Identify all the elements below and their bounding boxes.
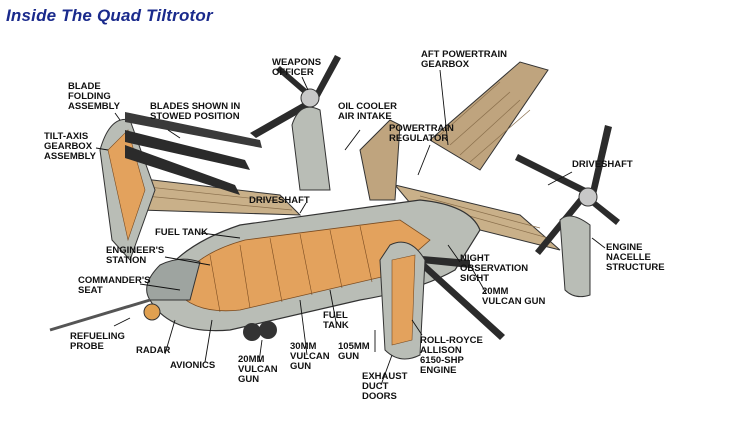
label-line: FUEL	[323, 310, 348, 321]
label-line: 20MM	[482, 286, 509, 297]
label-line: ENGINE	[420, 365, 457, 376]
fuselage	[143, 199, 481, 332]
label-line: ENGINEER'S	[106, 245, 165, 256]
label-night-observation-sight: NIGHT OBSERVATION SIGHT	[460, 254, 528, 284]
label-aft-powertrain: AFT POWERTRAIN GEARBOX	[421, 50, 507, 70]
right-rotor	[515, 125, 620, 298]
label-commanders-seat: COMMANDER'S SEAT	[78, 276, 150, 296]
label-line: BLADES SHOWN IN	[150, 101, 241, 112]
label-line: ROLL-ROYCE	[420, 335, 483, 346]
label-avionics: AVIONICS	[170, 361, 215, 371]
label-line: OFFICER	[272, 67, 314, 78]
label-line: STRUCTURE	[606, 262, 665, 273]
label-driveshaft-right: DRIVESHAFT	[572, 160, 633, 170]
label-line: ALLISON	[420, 345, 462, 356]
label-line: 30MM	[290, 341, 317, 352]
label-line: AFT POWERTRAIN	[421, 49, 508, 60]
label-line: STOWED POSITION	[150, 111, 240, 122]
label-blades-stowed: BLADES SHOWN IN STOWED POSITION	[150, 102, 240, 122]
label-20mm-gun-right: 20MM VULCAN GUN	[482, 287, 545, 307]
label-radar: RADAR	[136, 346, 170, 356]
label-line: DUCT	[362, 381, 389, 392]
label-fuel-tank-lower: FUEL TANK	[323, 311, 349, 331]
label-line: EXHAUST	[362, 371, 408, 382]
upper-left-rotor	[250, 55, 341, 191]
label-line: AIR INTAKE	[338, 111, 392, 122]
refueling-probe-shape	[49, 298, 151, 332]
label-oil-cooler: OIL COOLER AIR INTAKE	[338, 102, 397, 122]
label-engineers-station: ENGINEER'S STATION	[106, 246, 164, 266]
lower-rotor	[379, 241, 505, 360]
label-line: FOLDING	[68, 91, 111, 102]
label-line: REFUELING	[70, 331, 125, 342]
label-line: AVIONICS	[170, 360, 216, 371]
label-line: VULCAN	[238, 364, 278, 375]
label-line: NIGHT	[460, 253, 490, 264]
label-line: GUN	[238, 374, 260, 385]
label-line: ENGINE	[606, 242, 643, 253]
label-line: STATION	[106, 255, 147, 266]
label-line: POWERTRAIN	[389, 123, 454, 134]
label-line: OBSERVATION	[460, 263, 529, 274]
stowed-blades	[125, 112, 262, 195]
label-driveshaft-center: DRIVESHAFT	[249, 196, 310, 206]
label-line: TANK	[323, 320, 349, 331]
landing-gear	[243, 321, 277, 341]
label-line: SEAT	[78, 285, 103, 296]
label-line: 105MM	[338, 341, 370, 352]
label-blade-folding-assembly: BLADE FOLDING ASSEMBLY	[68, 82, 120, 112]
label-line: OIL COOLER	[338, 101, 397, 112]
label-30mm-gun: 30MM VULCAN GUN	[290, 342, 330, 372]
label-line: BLADE	[68, 81, 101, 92]
label-weapons-officer: WEAPONS OFFICER	[272, 58, 321, 78]
label-105mm-gun: 105MM GUN	[338, 342, 370, 362]
tail-fin	[359, 119, 401, 201]
label-line: DRIVESHAFT	[249, 195, 310, 206]
label-line: ASSEMBLY	[68, 101, 120, 112]
label-line: PROBE	[70, 341, 104, 352]
label-line: NACELLE	[606, 252, 651, 263]
label-line: GUN	[290, 361, 312, 372]
label-line: 6150-SHP	[420, 355, 464, 366]
label-line: 20MM	[238, 354, 265, 365]
label-line: REGULATOR	[389, 133, 449, 144]
label-line: GEARBOX	[421, 59, 470, 70]
leader-lines	[95, 69, 606, 386]
label-rolls-royce-engine: ROLL-ROYCE ALLISON 6150-SHP ENGINE	[420, 336, 483, 376]
label-refueling-probe: REFUELING PROBE	[70, 332, 125, 352]
label-line: ASSEMBLY	[44, 151, 96, 162]
label-line: DOORS	[362, 391, 397, 402]
label-line: GEARBOX	[44, 141, 93, 152]
label-20mm-gun-left: 20MM VULCAN GUN	[238, 355, 278, 385]
label-line: VULCAN GUN	[482, 296, 546, 307]
label-line: SIGHT	[460, 273, 490, 284]
label-fuel-tank-upper: FUEL TANK	[155, 228, 208, 238]
label-exhaust-duct-doors: EXHAUST DUCT DOORS	[362, 372, 407, 402]
label-line: TILT-AXIS	[44, 131, 89, 142]
label-tilt-axis-gearbox: TILT-AXIS GEARBOX ASSEMBLY	[44, 132, 96, 162]
label-engine-nacelle-structure: ENGINE NACELLE STRUCTURE	[606, 243, 665, 273]
label-line: GUN	[338, 351, 360, 362]
diagram-title: Inside The Quad Tiltrotor	[6, 6, 213, 25]
label-line: DRIVESHAFT	[572, 159, 633, 170]
label-line: WEAPONS	[272, 57, 322, 68]
label-line: RADAR	[136, 345, 171, 356]
label-line: FUEL TANK	[155, 227, 208, 238]
label-line: COMMANDER'S	[78, 275, 151, 286]
label-line: VULCAN	[290, 351, 330, 362]
label-powertrain-regulator: POWERTRAIN REGULATOR	[389, 124, 454, 144]
